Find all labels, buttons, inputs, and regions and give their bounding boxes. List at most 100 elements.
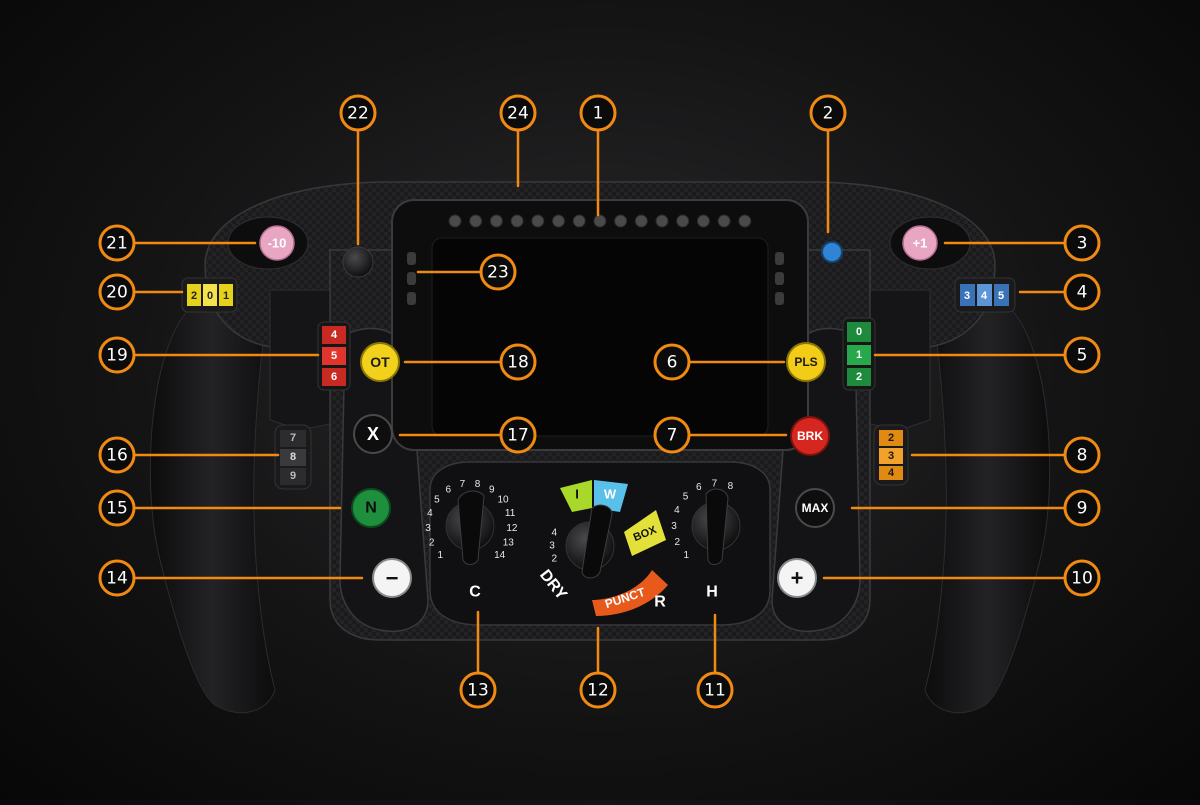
rotary-center-ticks: 234 (549, 528, 557, 565)
callout-24: 24 (499, 94, 537, 132)
callout-number: 23 (487, 263, 509, 283)
callout-7: 7 (653, 416, 691, 454)
right-top-thumbwheel[interactable]: 3 4 5 (954, 277, 1016, 313)
segment-i-label: I (575, 487, 579, 502)
callout-10: 10 (1063, 559, 1101, 597)
right-top-thumbwheel-value-1: 4 (981, 290, 988, 302)
rotary-tick: 4 (674, 505, 680, 516)
callout-number: 11 (704, 681, 726, 701)
plus-button[interactable] (777, 558, 817, 598)
right-top-thumbwheel-value-2: 5 (998, 290, 1004, 302)
shift-light (655, 214, 669, 228)
rotary-tick: 2 (675, 537, 681, 548)
callout-3: 3 (1063, 224, 1101, 262)
rotary-tick: 5 (683, 492, 689, 503)
brk-button[interactable] (790, 416, 830, 456)
rotary-tick: 3 (549, 541, 555, 552)
max-button[interactable] (795, 488, 835, 528)
callout-18: 18 (499, 343, 537, 381)
rotary-tick: 10 (497, 495, 509, 506)
side-light-left (407, 252, 416, 265)
callout-number: 15 (106, 499, 128, 519)
left-red-value-1: 5 (331, 350, 337, 362)
minus-label: − (386, 566, 399, 591)
callout-number: 12 (587, 681, 609, 701)
callout-number: 8 (1077, 446, 1088, 466)
segment-w-label: W (604, 487, 617, 502)
callout-21: 21 (98, 224, 136, 262)
x-button[interactable] (353, 414, 393, 454)
minus10-button[interactable] (259, 225, 295, 261)
rotary-tick: 7 (460, 479, 466, 490)
callout-circle (579, 671, 617, 709)
callout-9: 9 (1063, 489, 1101, 527)
brk-label: BRK (797, 429, 823, 443)
callout-11: 11 (696, 671, 734, 709)
left-lower-thumbwheel[interactable]: 7 8 9 (274, 424, 312, 490)
callout-number: 2 (823, 104, 834, 124)
callout-4: 4 (1063, 273, 1101, 311)
pls-button[interactable] (786, 342, 826, 382)
callout-circle (1063, 559, 1101, 597)
rotary-tick: 7 (712, 479, 718, 490)
left-red-thumbwheel[interactable]: 4 5 6 (317, 321, 351, 391)
shift-light (696, 214, 710, 228)
callout-20: 20 (98, 273, 136, 311)
rotary-right-knob[interactable] (691, 488, 741, 565)
callout-number: 24 (507, 104, 529, 124)
callout-circle (696, 671, 734, 709)
minus-button[interactable] (372, 558, 412, 598)
right-green-thumbwheel[interactable]: 0 1 2 (842, 317, 876, 391)
callout-circle (653, 416, 691, 454)
rotary-tick: 2 (429, 538, 435, 549)
right-green-value-1: 1 (856, 349, 862, 361)
rotary-tick: 1 (684, 550, 690, 561)
left-top-thumbwheel[interactable]: 2 0 1 (181, 277, 238, 313)
callout-circle (98, 436, 136, 474)
callout-circle (98, 224, 136, 262)
callout-1: 1 (579, 94, 617, 132)
side-light-right (775, 252, 784, 265)
callout-13: 13 (459, 671, 497, 709)
rotary-tick: 1 (438, 550, 444, 561)
left-toggle-knob[interactable] (342, 246, 374, 278)
shift-light (634, 214, 648, 228)
ot-button[interactable] (360, 342, 400, 382)
rotary-tick: 9 (489, 485, 495, 496)
segment-punct (592, 570, 668, 616)
rotary-tick: 5 (434, 495, 440, 506)
left-top-thumbwheel-value-2: 1 (223, 290, 229, 302)
right-lower-thumbwheel[interactable]: 2 3 4 (873, 424, 909, 486)
right-lower-value-0: 2 (888, 432, 894, 444)
side-lights (407, 252, 784, 305)
rotary-tick: 14 (494, 550, 506, 561)
callout-circle (499, 94, 537, 132)
rotary-center-knob[interactable] (565, 504, 615, 579)
n-label: N (365, 500, 377, 517)
ot-label: OT (370, 354, 390, 370)
shift-light (572, 214, 586, 228)
callout-number: 19 (106, 346, 128, 366)
shift-light (448, 214, 462, 228)
callout-12: 12 (579, 671, 617, 709)
callout-circle (1063, 224, 1101, 262)
rotary-left-knob[interactable] (445, 490, 495, 565)
callout-15: 15 (98, 489, 136, 527)
plus1-button[interactable] (902, 225, 938, 261)
callout-circle (809, 94, 847, 132)
callout-6: 6 (653, 343, 691, 381)
rotary-tick: 3 (425, 523, 431, 534)
shift-light (593, 214, 607, 228)
left-lower-value-0: 7 (290, 432, 296, 444)
blue-toggle-knob[interactable] (821, 241, 843, 263)
right-green-value-0: 0 (856, 326, 862, 338)
rotary-tick: 13 (503, 538, 515, 549)
callout-number: 14 (106, 569, 128, 589)
callout-14: 14 (98, 559, 136, 597)
n-button[interactable] (351, 488, 391, 528)
shift-light (552, 214, 565, 228)
callout-number: 21 (106, 234, 128, 254)
